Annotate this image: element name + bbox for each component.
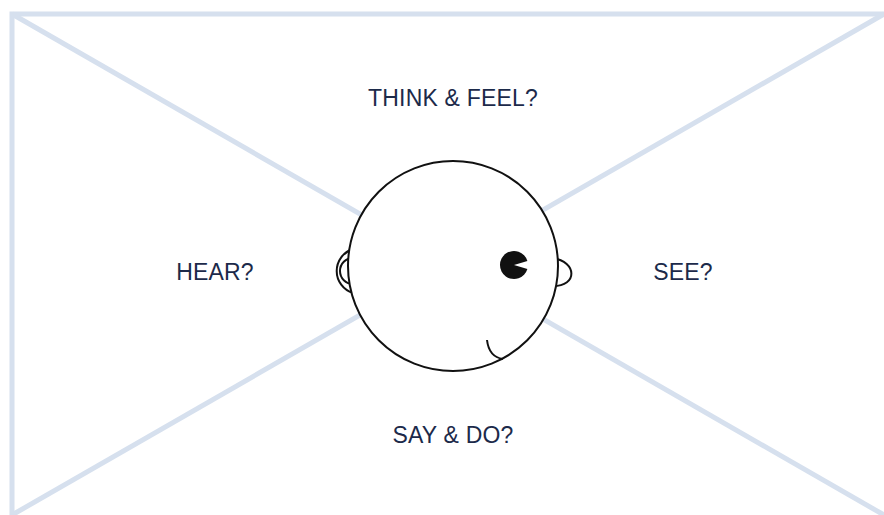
mouth — [487, 340, 503, 359]
quadrant-label: HEAR? — [176, 259, 254, 286]
frame — [12, 14, 884, 515]
eye — [500, 251, 527, 279]
diagonal — [12, 14, 884, 515]
quadrant-label: SEE? — [653, 259, 713, 286]
head — [348, 161, 558, 371]
quadrant-label: THINK & FEEL? — [368, 85, 538, 112]
diagonal — [12, 14, 884, 515]
quadrant-label: SAY & DO? — [392, 422, 513, 449]
